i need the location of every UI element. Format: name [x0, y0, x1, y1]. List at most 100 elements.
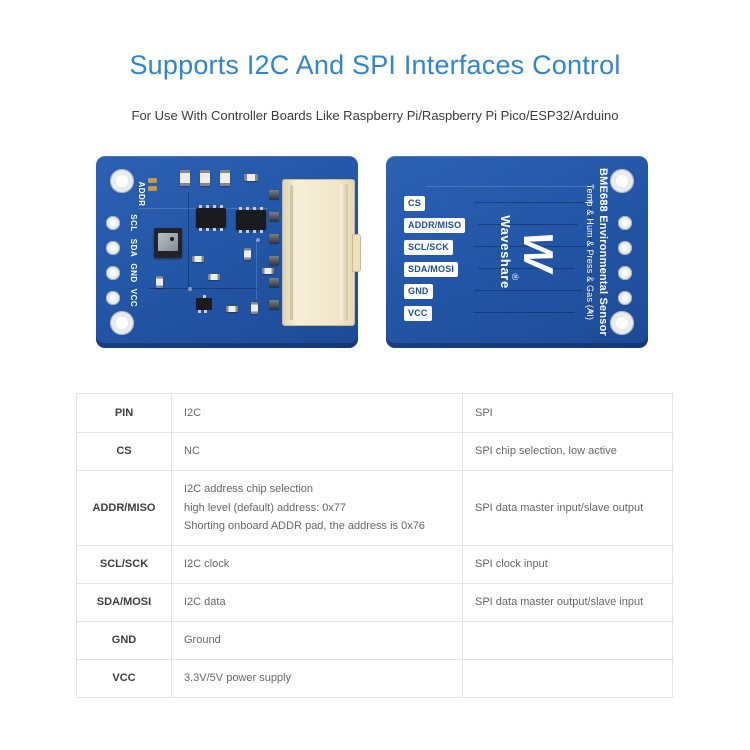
table-cell-spi: SPI clock input — [462, 545, 674, 584]
smd-component — [262, 268, 274, 274]
table-cell-spi — [462, 659, 674, 698]
pad-label-sda: SDA — [129, 238, 138, 258]
pad-hole-inner — [622, 245, 628, 251]
smd-component — [251, 302, 258, 314]
mounting-hole — [610, 169, 634, 193]
mounting-hole — [110, 311, 134, 335]
sensor-port — [170, 237, 174, 241]
table-cell-i2c: NC — [171, 432, 462, 470]
waveshare-logo-letter: W — [515, 231, 562, 272]
pin-label-gnd: GND — [404, 284, 433, 299]
table-cell-pin: VCC — [77, 659, 171, 697]
mounting-hole — [110, 169, 134, 193]
waveshare-logo: W ® — [510, 228, 566, 284]
pin-label-scl-sck: SCL/SCK — [404, 240, 453, 255]
trace-line — [474, 202, 590, 203]
sensor-lid — [158, 233, 178, 251]
registered-mark: ® — [510, 273, 520, 281]
table-cell-spi: SPI data master input/slave output — [462, 470, 674, 546]
pad-label-gnd: GND — [129, 263, 138, 283]
addr-jumper-pad — [148, 178, 157, 183]
trace-line — [426, 186, 596, 187]
mounting-hole-inner — [616, 317, 628, 329]
addr-label: ADDR — [137, 181, 146, 207]
pad-hole — [106, 266, 120, 280]
pin-label-addr-miso: ADDR/MISO — [404, 218, 466, 233]
bme688-sensor-chip — [154, 228, 182, 258]
smd-component — [156, 276, 163, 288]
via-dot — [589, 200, 593, 204]
table-cell-pin: GND — [77, 621, 171, 659]
table-cell-spi: SPI data master output/slave input — [462, 583, 674, 622]
pad-label-scl: SCL — [129, 214, 138, 232]
smd-component — [192, 256, 204, 262]
board-back: CS ADDR/MISO SCL/SCK SDA/MOSI GND VCC Wa… — [386, 156, 648, 348]
addr-jumper-pad — [148, 186, 157, 191]
via-dot — [188, 287, 192, 291]
connector-pin — [269, 300, 279, 309]
pad-hole — [618, 216, 632, 230]
pad-hole — [106, 241, 120, 255]
via-dot — [256, 238, 260, 242]
table-cell-pin: ADDR/MISO — [77, 470, 171, 545]
product-name: BME688 Environmental Sensor — [597, 167, 609, 336]
table-cell-spi: SPI chip selection, low active — [462, 432, 674, 470]
table-header-pin: PIN — [114, 406, 134, 419]
board-front: SCL SDA GND VCC ADDR — [96, 156, 361, 348]
soic-chip — [236, 207, 266, 233]
table-cell-pin: CS — [77, 432, 171, 470]
pin-label-sda-mosi: SDA/MOSI — [404, 262, 459, 277]
table-cell-spi — [462, 621, 674, 660]
trace-line — [474, 246, 586, 247]
pad-hole — [618, 291, 632, 305]
pad-hole-inner — [622, 270, 628, 276]
table-header-spi: SPI — [462, 394, 674, 432]
pad-hole — [106, 291, 120, 305]
smd-component — [180, 170, 190, 186]
pad-hole-inner — [110, 220, 116, 226]
pin-spec-table: PIN I2C SPI CS NC SPI chip selection, lo… — [76, 393, 674, 699]
connector-pin — [269, 234, 279, 243]
smd-component — [208, 274, 220, 280]
soic-chip — [196, 205, 226, 231]
mounting-hole-inner — [616, 175, 628, 187]
pad-hole — [106, 216, 120, 230]
trace-line — [478, 268, 574, 269]
pad-hole — [618, 266, 632, 280]
trace-line — [474, 290, 582, 291]
jst-connector-latch — [352, 234, 361, 272]
mounting-hole-inner — [116, 175, 128, 187]
pin-label-vcc: VCC — [404, 306, 432, 321]
trace-line — [478, 224, 578, 225]
smd-component — [244, 174, 258, 181]
mounting-hole — [610, 311, 634, 335]
pin-label-cs: CS — [404, 196, 425, 211]
table-cell-pin: SCL/SCK — [77, 545, 171, 583]
pad-hole-inner — [110, 245, 116, 251]
smd-component — [244, 248, 251, 260]
pad-hole-inner — [622, 295, 628, 301]
via-dot — [589, 310, 593, 314]
product-title-vertical: BME688 Environmental Sensor Temp & Hum &… — [582, 158, 610, 346]
trace-line — [148, 288, 258, 289]
jst-connector — [282, 179, 355, 326]
trace-line — [474, 312, 574, 313]
product-description: Temp & Hum & Press & Gas (AI) — [585, 183, 595, 321]
page-title: Supports I2C And SPI Interfaces Control — [129, 50, 621, 80]
pad-label-vcc: VCC — [129, 288, 138, 308]
pad-hole-inner — [110, 270, 116, 276]
connector-pin — [269, 278, 279, 287]
trace-line — [590, 202, 591, 312]
table-cell-i2c: I2C address chip selection high level (d… — [171, 470, 462, 546]
trace-line — [188, 192, 189, 287]
table-cell-pin: SDA/MOSI — [77, 583, 171, 621]
page-subtitle: For Use With Controller Boards Like Rasp… — [131, 108, 619, 123]
table-cell-i2c: Ground — [171, 621, 462, 660]
table-cell-i2c: I2C data — [171, 583, 462, 622]
smd-component — [226, 306, 238, 312]
connector-pin — [269, 212, 279, 221]
connector-pin — [269, 256, 279, 265]
table-cell-i2c: I2C clock — [171, 545, 462, 584]
pad-hole-inner — [622, 220, 628, 226]
